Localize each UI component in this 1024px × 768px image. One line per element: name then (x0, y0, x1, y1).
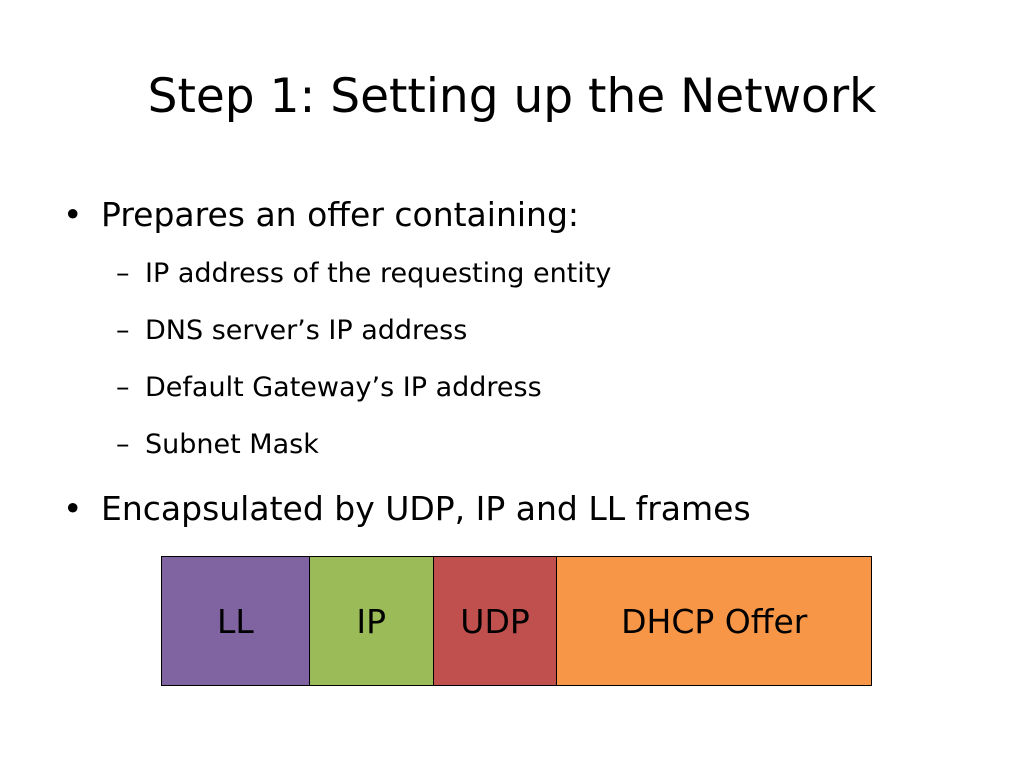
sub-bullet-marker: – (116, 429, 130, 460)
sub-bullet-marker: – (116, 258, 130, 289)
frame-segment-udp: UDP (432, 556, 558, 686)
bullet-marker: • (63, 489, 83, 528)
sub-bullet-text: Subnet Mask (145, 429, 319, 460)
bullet-marker: • (63, 195, 83, 234)
sub-bullet-marker: – (116, 372, 130, 403)
frame-segment-dhcp-offer: DHCP Offer (556, 556, 873, 686)
sub-bullet-text: Default Gateway’s IP address (145, 372, 542, 403)
slide-title: Step 1: Setting up the Network (147, 69, 877, 124)
bullet-item: • Encapsulated by UDP, IP and LL frames (63, 488, 751, 530)
sub-bullet-item: –DNS server’s IP address (116, 313, 467, 349)
sub-bullet-item: –IP address of the requesting entity (116, 256, 611, 292)
bullet-item: • Prepares an offer containing: (63, 194, 579, 236)
frame-diagram: LL IP UDP DHCP Offer (161, 556, 873, 686)
bullet-text: Prepares an offer containing: (101, 195, 580, 234)
frame-segment-ll: LL (161, 556, 310, 686)
sub-bullet-text: DNS server’s IP address (145, 315, 468, 346)
sub-bullet-marker: – (116, 315, 130, 346)
sub-bullet-text: IP address of the requesting entity (145, 258, 612, 289)
bullet-text: Encapsulated by UDP, IP and LL frames (101, 489, 751, 528)
frame-segment-ip: IP (308, 556, 434, 686)
sub-bullet-item: –Subnet Mask (116, 427, 319, 463)
sub-bullet-item: –Default Gateway’s IP address (116, 370, 542, 406)
